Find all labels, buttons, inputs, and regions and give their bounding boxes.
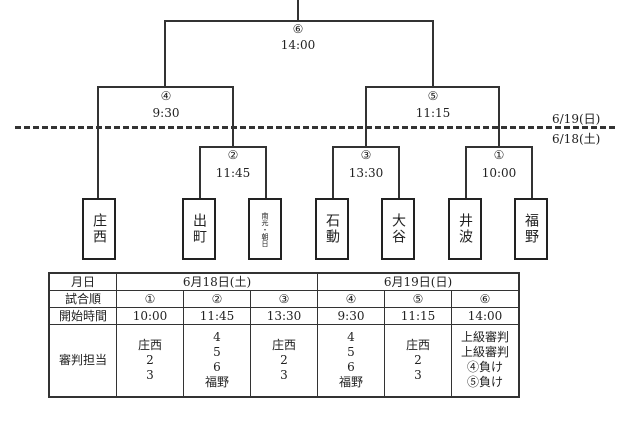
table-row: 月日 6月18日(土) 6月19日(日) — [48, 272, 520, 291]
referee: 3 — [414, 367, 422, 382]
date-divider — [15, 126, 615, 129]
match-time: 9:30 — [152, 106, 180, 120]
match-number: ④ — [160, 89, 172, 103]
match-time: 11:45 — [215, 166, 251, 180]
referee: 2 — [280, 352, 288, 367]
time-cell: 14:00 — [451, 307, 520, 325]
referee: 4 — [213, 330, 221, 345]
referee: 5 — [213, 345, 221, 360]
referee: 上級審判 — [460, 330, 509, 345]
time-cell: 11:15 — [384, 307, 452, 325]
order-cell: ⑤ — [384, 290, 452, 308]
match-number: ⑥ — [292, 22, 304, 36]
time-cell: 11:45 — [183, 307, 251, 325]
referee: 5 — [347, 345, 355, 360]
date-lower: 6/18(土) — [552, 132, 601, 146]
referee: 庄西 — [271, 337, 296, 352]
referee: 庄西 — [405, 337, 430, 352]
time-cell: 9:30 — [317, 307, 385, 325]
match-time: 11:15 — [415, 106, 451, 120]
date-cell: 6月18日(土) — [116, 272, 318, 291]
match-time: 13:30 — [348, 166, 384, 180]
team-box: 石動 — [315, 198, 349, 260]
referee: 2 — [414, 352, 422, 367]
referee: 3 — [280, 367, 288, 382]
order-cell: ④ — [317, 290, 385, 308]
match-time: 10:00 — [481, 166, 517, 180]
team-box: 出町 — [182, 198, 216, 260]
match-number: ① — [493, 148, 505, 162]
team-box: 南光・朝日 — [248, 198, 282, 260]
referee: 2 — [146, 352, 154, 367]
time-cell: 10:00 — [116, 307, 184, 325]
referee: 福野 — [204, 375, 229, 390]
match-number: ③ — [360, 148, 372, 162]
referee: 庄西 — [137, 337, 162, 352]
match-number: ⑤ — [427, 89, 439, 103]
team-box: 庄西 — [82, 198, 116, 260]
time-cell: 13:30 — [250, 307, 318, 325]
referee: ⑤負け — [466, 375, 503, 390]
referee: 6 — [347, 360, 355, 375]
row-label: 試合順 — [48, 290, 117, 308]
referee: 6 — [213, 360, 221, 375]
row-label: 開始時間 — [48, 307, 117, 325]
referee: 3 — [146, 367, 154, 382]
team-box: 福野 — [514, 198, 548, 260]
referee: ④負け — [466, 360, 503, 375]
row-label: 月日 — [48, 272, 117, 291]
referee: 上級審判 — [460, 345, 509, 360]
row-label: 審判担当 — [48, 324, 117, 397]
match-time: 14:00 — [280, 38, 316, 52]
order-cell: ② — [183, 290, 251, 308]
order-cell: ① — [116, 290, 184, 308]
referee: 4 — [347, 330, 355, 345]
team-box: 井波 — [448, 198, 482, 260]
match-number: ② — [227, 148, 239, 162]
order-cell: ③ — [250, 290, 318, 308]
table-row: 試合順 ① ② ③ ④ ⑤ ⑥ — [48, 290, 520, 308]
date-cell: 6月19日(日) — [317, 272, 520, 291]
schedule-table: 月日 6月18日(土) 6月19日(日) 試合順 ① ② ③ ④ ⑤ ⑥ 開始時… — [48, 272, 520, 398]
table-row: 開始時間 10:00 11:45 13:30 9:30 11:15 14:00 — [48, 307, 520, 325]
date-upper: 6/19(日) — [552, 112, 601, 126]
order-cell: ⑥ — [451, 290, 520, 308]
team-box: 大谷 — [381, 198, 415, 260]
referee: 福野 — [338, 375, 363, 390]
